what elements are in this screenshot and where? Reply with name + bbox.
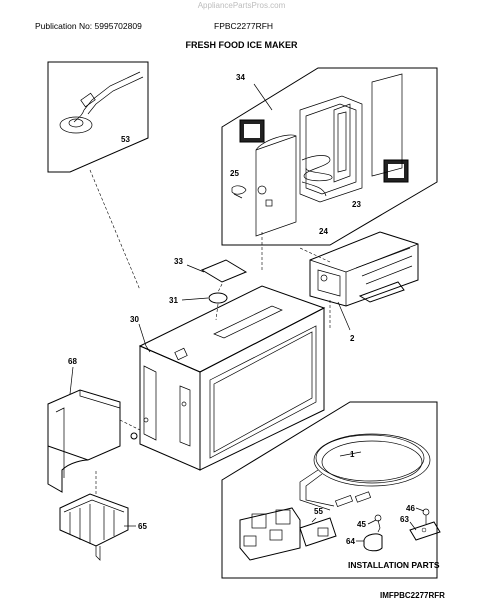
watermark-site: AppliancePartsPros.com (197, 1, 286, 10)
grommet-31 (208, 292, 228, 304)
callout-23: 23 (352, 200, 361, 209)
detail-box-53 (47, 61, 149, 173)
ice-maker-housing (130, 285, 326, 471)
installation-parts-box (221, 401, 441, 579)
callout-55: 55 (314, 507, 323, 516)
callout-24: 24 (319, 227, 328, 236)
detail-box-34 (221, 67, 438, 246)
diagram-code: IMFPBC2277RFR (380, 591, 445, 600)
callout-65: 65 (138, 522, 147, 531)
callout-45: 45 (357, 520, 366, 529)
callout-63: 63 (400, 515, 409, 524)
side-cover-68 (47, 389, 141, 493)
callout-30: 30 (130, 315, 139, 324)
callout-46: 46 (406, 504, 415, 513)
callout-64: 64 (346, 537, 355, 546)
callout-31: 31 (169, 296, 178, 305)
callout-34: 34 (236, 73, 245, 82)
callout-2: 2 (350, 334, 355, 343)
callout-1: 1 (350, 450, 355, 459)
drain-tray-65 (59, 470, 129, 561)
gasket-33 (200, 259, 248, 283)
callout-53: 53 (121, 135, 130, 144)
page-title: FRESH FOOD ICE MAKER (185, 40, 298, 50)
model-number: FPBC2277RFH (214, 21, 274, 31)
callout-68: 68 (68, 357, 77, 366)
ice-maker-module (299, 231, 419, 330)
callout-33: 33 (174, 257, 183, 266)
callout-25: 25 (230, 169, 239, 178)
publication-number: Publication No: 5995702809 (35, 21, 142, 31)
installation-parts-label: INSTALLATION PARTS (348, 560, 440, 570)
